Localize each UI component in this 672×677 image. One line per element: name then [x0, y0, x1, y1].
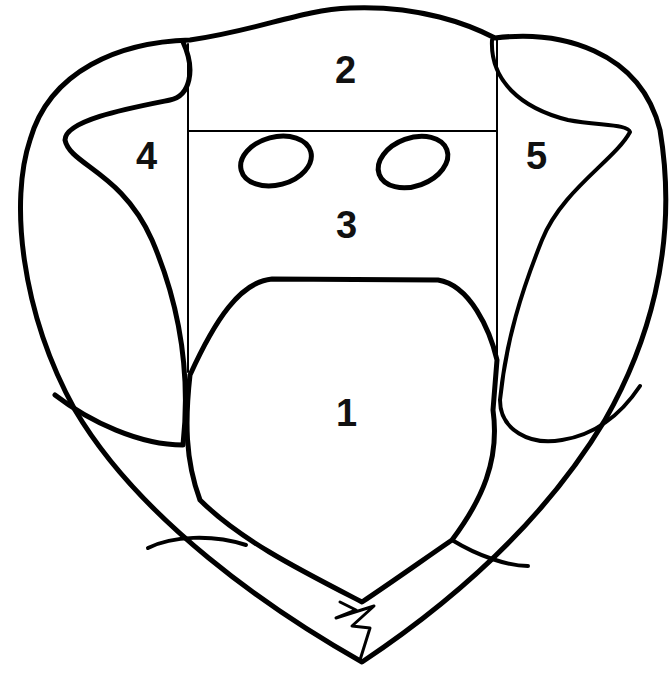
ventricle-region: [187, 279, 497, 602]
callout-number: 3: [336, 206, 357, 244]
vessel-opening: [235, 129, 317, 194]
left-appendage: [55, 42, 190, 445]
band-line: [148, 538, 246, 548]
top-divider: [188, 130, 497, 132]
zigzag-line: [336, 602, 374, 660]
callout-number: 1: [336, 394, 357, 432]
right-divider: [496, 38, 498, 362]
band-line: [452, 540, 528, 566]
callout-number: 2: [335, 51, 356, 89]
callout-number: 4: [136, 137, 157, 175]
left-divider: [187, 44, 189, 372]
right-appendage: [492, 40, 640, 441]
callout-number: 5: [526, 137, 547, 175]
vessel-opening: [371, 127, 455, 197]
outer-outline: [20, 8, 665, 662]
